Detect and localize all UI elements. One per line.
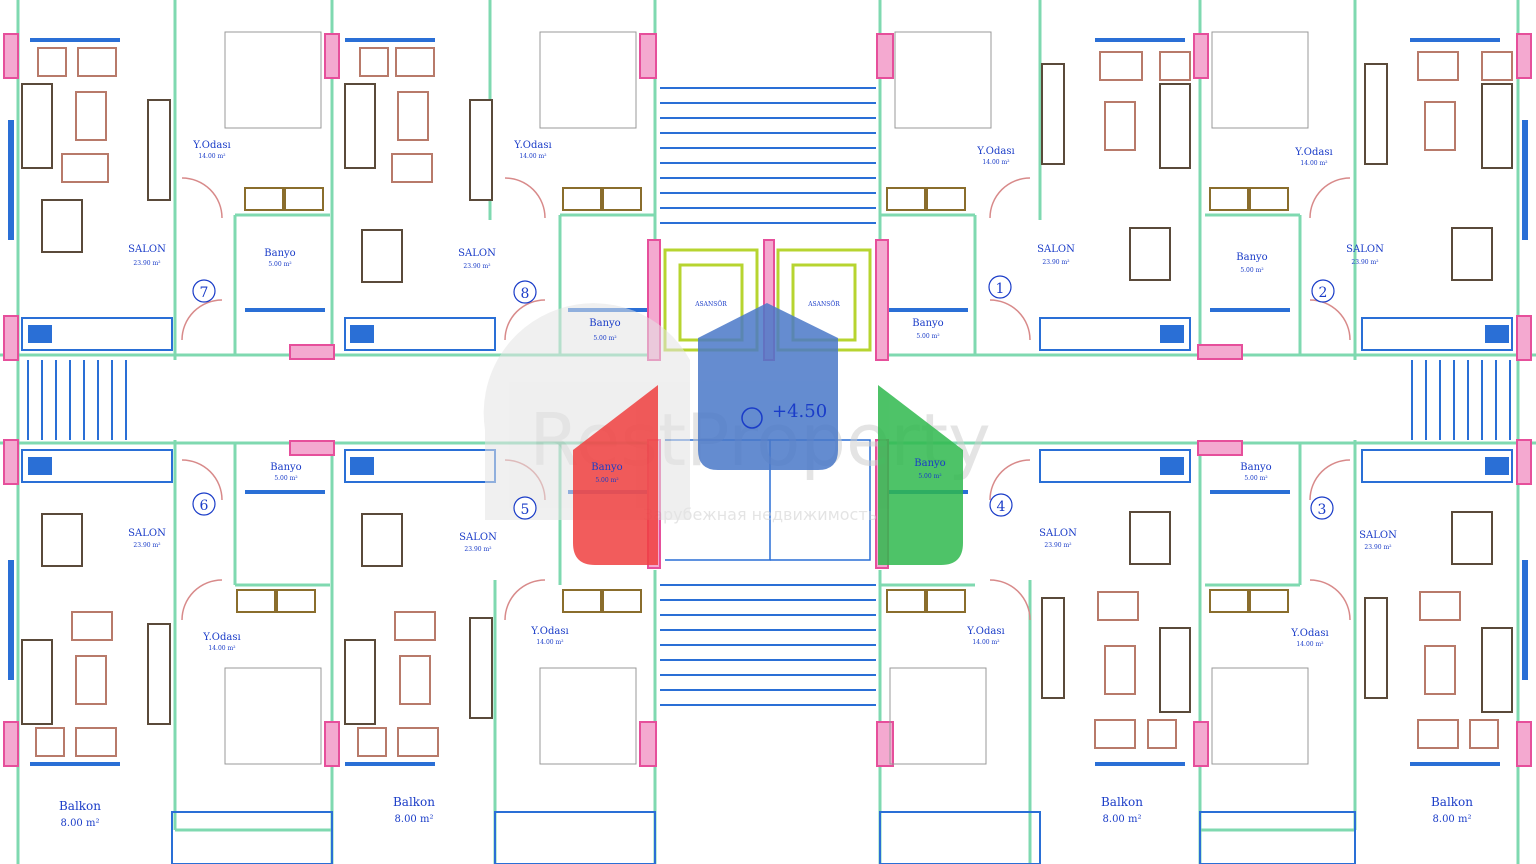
apartment-number: 2 (1319, 285, 1328, 301)
stair-top (660, 87, 876, 224)
bath-area: 5.00 m² (918, 473, 942, 480)
salon-label: SALON (458, 248, 496, 259)
door-swings (181, 177, 1351, 621)
bedroom-area: 14.00 m² (519, 153, 547, 160)
bedroom-label: Y.Odası (976, 146, 1014, 157)
level-marker-symbol (741, 407, 763, 429)
balcony-label: Balkon (59, 799, 101, 813)
bath-area: 5.00 m² (595, 477, 619, 484)
stair-bottom (660, 584, 876, 706)
bath-label: Banyo (1240, 462, 1271, 473)
bedroom-label: Y.Odası (530, 626, 568, 637)
balcony-label: Balkon (1101, 795, 1143, 809)
bedroom-label: Y.Odası (202, 632, 240, 643)
salon-area: 23.90 m² (1364, 544, 1392, 551)
salon-label: SALON (128, 528, 166, 539)
bath-area: 5.00 m² (1240, 267, 1264, 274)
side-balcony-left (27, 360, 127, 440)
apartment-number: 8 (521, 286, 530, 302)
elevator-label-right: ASANSÖR (807, 301, 840, 308)
bedroom-area: 14.00 m² (208, 645, 236, 652)
apartment-number: 5 (521, 502, 530, 518)
balcony-area: 8.00 m² (395, 814, 434, 825)
beds (224, 31, 1309, 765)
bedroom-label: Y.Odası (966, 626, 1004, 637)
balcony-label: Balkon (393, 795, 435, 809)
side-balcony-right (1411, 360, 1511, 440)
bedroom-area: 14.00 m² (972, 639, 1000, 646)
bath-area: 5.00 m² (1244, 475, 1268, 482)
armchairs (35, 47, 1513, 757)
salon-label: SALON (1359, 530, 1397, 541)
bath-label: Banyo (270, 462, 301, 473)
salon-label: SALON (459, 532, 497, 543)
bedroom-area: 14.00 m² (982, 159, 1010, 166)
watermark-tagline: Зарубежная недвижимость (643, 505, 877, 524)
level-marker: +4.50 (772, 401, 827, 422)
salon-label: SALON (1346, 244, 1384, 255)
bath-label: Banyo (589, 318, 620, 329)
bath-area: 5.00 m² (916, 333, 940, 340)
apartment-number: 4 (997, 499, 1006, 515)
salon-area: 23.90 m² (133, 542, 161, 549)
bedroom-area: 14.00 m² (1300, 160, 1328, 167)
bath-area: 5.00 m² (274, 475, 298, 482)
apartment-number: 3 (1318, 502, 1327, 518)
bath-label: Banyo (912, 318, 943, 329)
room-labels: Y.Odası 14.00 m² SALON 23.90 m² Banyo 5.… (59, 140, 1473, 829)
bedroom-area: 14.00 m² (1296, 641, 1324, 648)
bedroom-area: 14.00 m² (198, 153, 226, 160)
balcony-frames (171, 811, 1356, 864)
salon-label: SALON (1039, 528, 1077, 539)
bedroom-label: Y.Odası (192, 140, 230, 151)
salon-label: SALON (128, 244, 166, 255)
sofas (21, 63, 1513, 725)
bath-label: Banyo (914, 458, 945, 469)
salon-label: SALON (1037, 244, 1075, 255)
bedroom-area: 14.00 m² (536, 639, 564, 646)
brand-logo (573, 303, 963, 565)
bath-area: 5.00 m² (593, 335, 617, 342)
apartment-numbers: 7 8 1 2 6 5 4 3 (192, 275, 1335, 520)
bath-label: Banyo (1236, 252, 1267, 263)
balcony-area: 8.00 m² (1103, 814, 1142, 825)
apartment-number: 1 (996, 281, 1005, 297)
salon-area: 23.90 m² (463, 263, 491, 270)
columns (3, 33, 1532, 767)
apartment-number: 6 (200, 498, 209, 514)
salon-area: 23.90 m² (1042, 259, 1070, 266)
bath-label: Banyo (591, 462, 622, 473)
balcony-label: Balkon (1431, 795, 1473, 809)
salon-area: 23.90 m² (1044, 542, 1072, 549)
elevator-label-left: ASANSÖR (694, 301, 727, 308)
salon-area: 23.90 m² (464, 546, 492, 553)
kitchen-sinks (28, 325, 1509, 475)
dining-tables (41, 199, 1493, 567)
bath-label: Banyo (264, 248, 295, 259)
wardrobes (236, 187, 1289, 613)
bedroom-label: Y.Odası (1294, 147, 1332, 158)
salon-area: 23.90 m² (133, 260, 161, 267)
bedroom-label: Y.Odası (1290, 628, 1328, 639)
balcony-area: 8.00 m² (61, 818, 100, 829)
bath-area: 5.00 m² (268, 261, 292, 268)
bedroom-label: Y.Odası (513, 140, 551, 151)
apartment-number: 7 (200, 285, 209, 301)
salon-area: 23.90 m² (1351, 259, 1379, 266)
balcony-area: 8.00 m² (1433, 814, 1472, 825)
